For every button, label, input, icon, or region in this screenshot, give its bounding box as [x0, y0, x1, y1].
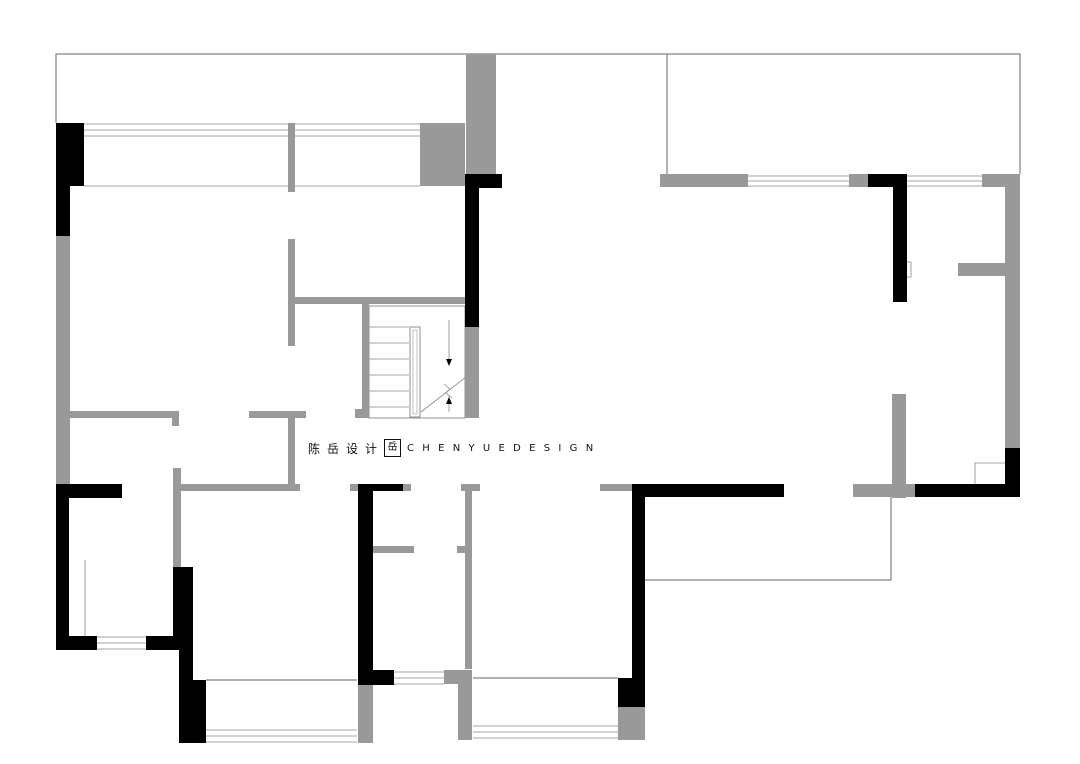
windows [84, 123, 982, 743]
outline-lines [55, 53, 1021, 681]
watermark-seal-icon: 岳 [384, 439, 402, 457]
watermark-english-name: CHENYUEDESIGN [407, 442, 602, 454]
new-walls [56, 123, 1020, 743]
staircase [368, 305, 476, 419]
existing-walls [56, 54, 1020, 743]
watermark-chinese-name: 陈岳设计 [308, 441, 385, 456]
designer-watermark: 陈岳设计 岳 CHENYUEDESIGN [308, 438, 602, 458]
